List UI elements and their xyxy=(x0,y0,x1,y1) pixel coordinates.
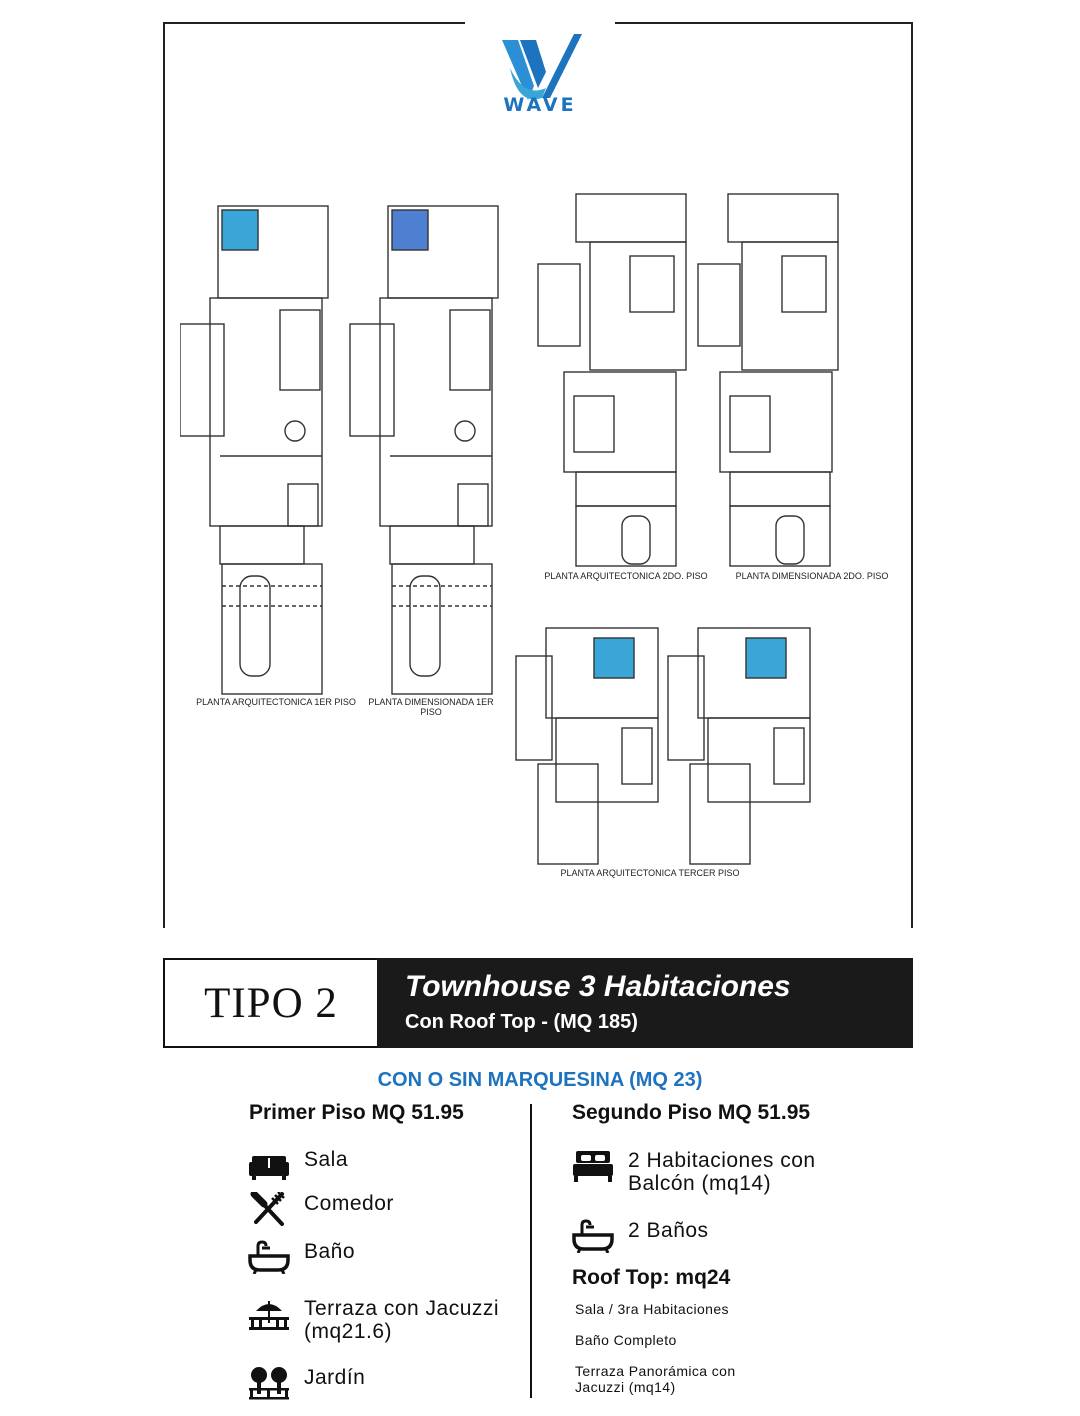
primer-piso-title: Primer Piso MQ 51.95 xyxy=(249,1101,464,1124)
feature-label: Baño xyxy=(304,1240,356,1263)
column-divider xyxy=(530,1104,532,1398)
feature-label: 2 Habitaciones con Balcón (mq14) xyxy=(628,1149,816,1195)
fork-knife-icon xyxy=(250,1192,285,1226)
plan-dim-2do-piso xyxy=(697,193,839,567)
banner-subtitle: Con Roof Top - (MQ 185) xyxy=(405,1011,638,1033)
plan-dim-1er-piso xyxy=(349,205,499,695)
plan-label-4: PLANTA DIMENSIONADA 2DO. PISO xyxy=(735,571,889,581)
feature-label: Comedor xyxy=(304,1192,394,1215)
roof-top-item: Baño Completo xyxy=(575,1332,677,1348)
plan-3er-piso-b xyxy=(667,627,811,865)
roof-top-title: Roof Top: mq24 xyxy=(572,1266,731,1289)
plan-label-3: PLANTA ARQUITECTONICA 2DO. PISO xyxy=(544,571,708,581)
plan-2do-piso xyxy=(537,193,687,567)
garden-icon xyxy=(249,1367,289,1400)
bathtub-icon xyxy=(572,1219,614,1253)
feature-bano: Baño xyxy=(248,1240,355,1274)
feature-banos: 2 Baños xyxy=(572,1219,709,1253)
plans-frame xyxy=(163,22,913,928)
floor-plans-drawing xyxy=(180,193,839,865)
plan-label-1: PLANTA ARQUITECTONICA 1ER PISO xyxy=(196,697,356,707)
feature-jardin: Jardín xyxy=(248,1366,365,1400)
feature-label: Sala xyxy=(304,1148,349,1171)
wave-logo-icon xyxy=(502,34,582,100)
banner-title-box: Townhouse 3 Habitaciones Con Roof Top - … xyxy=(377,958,913,1048)
logo-text: WAVE xyxy=(503,94,577,116)
feature-sala: Sala xyxy=(248,1148,348,1182)
plan-1er-piso xyxy=(180,205,329,695)
feature-label: 2 Baños xyxy=(628,1219,709,1242)
tipo-banner: TIPO 2 Townhouse 3 Habitaciones Con Roof… xyxy=(163,958,913,1048)
plan-label-5: PLANTA ARQUITECTONICA TERCER PISO xyxy=(560,868,740,878)
sofa-icon xyxy=(249,1156,289,1180)
feature-label: Jardín xyxy=(304,1366,366,1389)
feature-comedor: Comedor xyxy=(248,1192,394,1226)
feature-habitaciones: 2 Habitaciones con Balcón (mq14) xyxy=(572,1149,858,1195)
marquesina-heading: CON O SIN MARQUESINA (MQ 23) xyxy=(377,1069,703,1091)
roof-top-item: Sala / 3ra Habitaciones xyxy=(575,1301,729,1317)
tipo-label: TIPO 2 xyxy=(163,958,379,1048)
segundo-piso-title: Segundo Piso MQ 51.95 xyxy=(572,1101,811,1124)
bathtub-icon xyxy=(248,1240,290,1274)
plan-3er-piso-a xyxy=(515,627,659,865)
feature-label: Terraza con Jacuzzi (mq21.6) xyxy=(304,1297,500,1343)
terrace-icon xyxy=(249,1301,289,1330)
roof-top-item: Terraza Panorámica con Jacuzzi (mq14) xyxy=(575,1363,736,1395)
banner-title: Townhouse 3 Habitaciones xyxy=(405,970,791,1003)
plan-label-2: PLANTA DIMENSIONADA 1ER PISO xyxy=(368,697,494,717)
bed-icon xyxy=(573,1151,613,1182)
feature-terraza: Terraza con Jacuzzi (mq21.6) xyxy=(248,1297,514,1343)
